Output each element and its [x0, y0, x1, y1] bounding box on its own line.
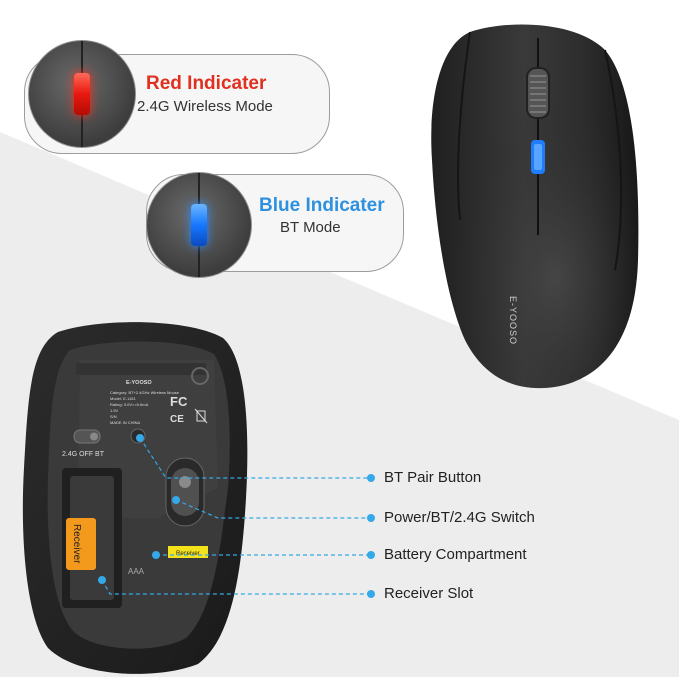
callout-label-switch: Power/BT/2.4G Switch	[384, 509, 535, 526]
red-led-icon	[74, 73, 90, 115]
switch-end-dot	[367, 514, 375, 522]
blue-led-icon	[191, 204, 207, 246]
receiver-tab-label: Receiver	[71, 524, 82, 564]
switch-label: 2.4G OFF BT	[62, 451, 105, 458]
bottom-label-line-1: Category: BT+2.4GHz Wireless Mouse	[110, 390, 180, 395]
bottom-label-line-2: Model: E-1161	[110, 396, 136, 401]
callout-label-receiver: Receiver Slot	[384, 585, 474, 602]
receiver-point	[98, 576, 106, 584]
bt-pair-point	[136, 434, 144, 442]
callout-label-bt-pair: BT Pair Button	[384, 469, 482, 486]
red-indicator-zoom	[28, 40, 136, 148]
fcc-mark-icon: FC	[170, 394, 188, 409]
switch-point	[172, 496, 180, 504]
red-indicator-title: Red Indicater	[146, 73, 267, 94]
mouse-top-view	[431, 24, 639, 389]
blue-indicator-subtitle: BT Mode	[280, 219, 341, 236]
bottom-label-line-4: 1.5V	[110, 408, 119, 413]
bottom-label-line-5: S/N	[110, 414, 117, 419]
receiver-end-dot	[367, 590, 375, 598]
bottom-label-line-3: Rating: 3.0V==5.6mA	[110, 402, 149, 407]
blue-indicator-title: Blue Indicater	[259, 195, 385, 216]
ce-mark-icon: CE	[170, 414, 184, 425]
bt-pair-end-dot	[367, 474, 375, 482]
receiver-sticker-label: Receiver	[176, 551, 200, 557]
optical-sensor	[171, 468, 199, 516]
battery-end-dot	[367, 551, 375, 559]
svg-text:AAA: AAA	[128, 567, 145, 576]
weee-bin-icon	[196, 410, 206, 422]
callout-label-battery: Battery Compartment	[384, 546, 527, 563]
blue-indicator-zoom	[146, 172, 252, 278]
red-indicator-subtitle: 2.4G Wireless Mode	[137, 98, 273, 115]
bottom-brand-text: E-YOOSO	[126, 380, 152, 386]
battery-point	[152, 551, 160, 559]
receiver-tab[interactable]	[66, 518, 96, 570]
bottom-label-line-6: MADE IN CHINA	[110, 420, 141, 425]
